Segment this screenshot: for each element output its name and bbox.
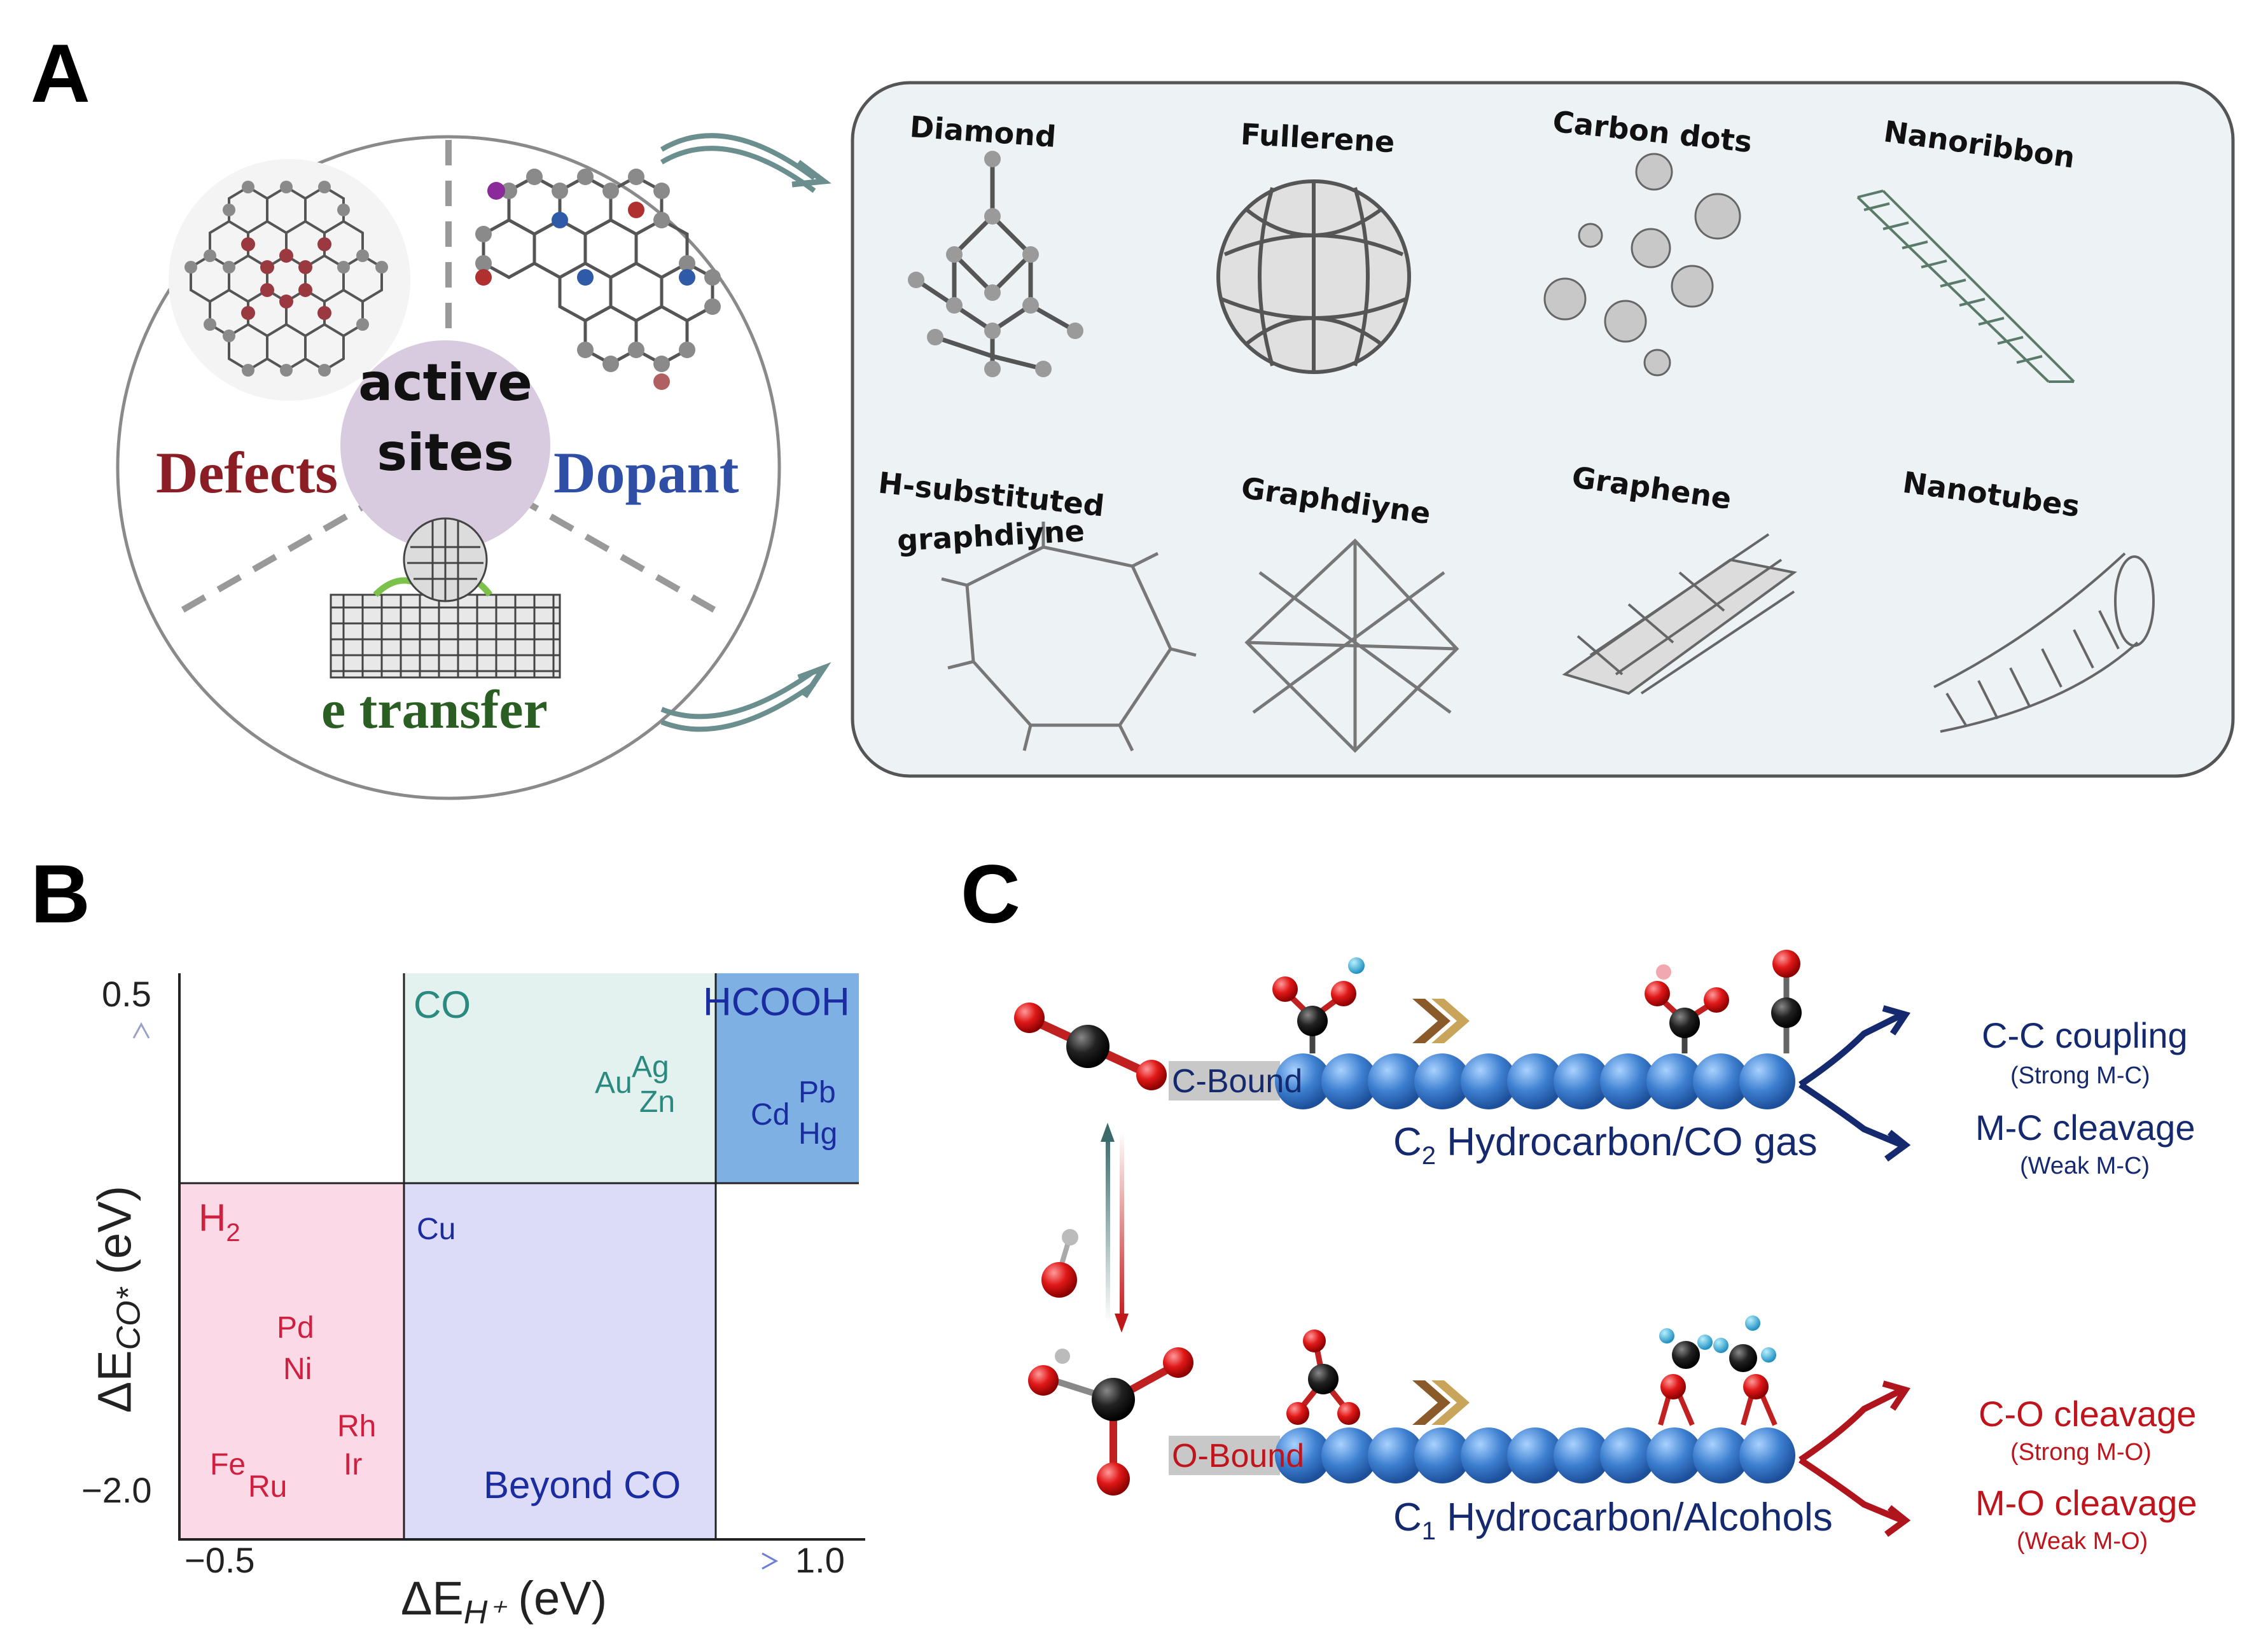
c1-main: C [1393,1496,1422,1539]
y-axis-label: ΔECO* (eV) [88,1172,148,1427]
mc-cleavage-label: M-C cleavage [1975,1107,2195,1148]
co-region [404,973,716,1183]
x-axis-label: ΔEH⁺ (eV) [401,1571,608,1631]
metal-fe: Fe [210,1448,246,1482]
arrows-to-structures [660,133,831,732]
e-transfer-label: e transfer [321,679,548,740]
metal-cd: Cd [751,1098,790,1132]
weak-mo-label: (Weak M-O) [2017,1528,2148,1555]
metal-au: Au [595,1066,632,1100]
dopant-label: Dopant [553,440,739,505]
bottom-adsorbates [1286,1315,1777,1426]
y-label-sub: CO* [110,1288,148,1350]
y-label-main: ΔE [88,1350,141,1413]
panel-a-label: A [31,27,90,120]
co-cleavage-label: C-O cleavage [1979,1394,2197,1434]
fullerene-drawing [1216,179,1411,374]
panel-c-label: C [961,847,1020,940]
nanoribbon-drawing [1856,190,2075,383]
hydroxyl-molecule [1041,1229,1078,1298]
x-label-main: ΔE [401,1572,464,1625]
hsub-graphdiyne-drawing [941,522,1197,752]
c1-product-label: C1 Hydrocarbon/Alcohols [1393,1495,1833,1545]
metal-zn: Zn [639,1085,676,1119]
bottom-sphere-chain [1275,1427,1795,1483]
h2-main: H [198,1197,226,1239]
hcooh-region [716,973,859,1183]
metal-ni: Ni [283,1352,312,1386]
co-region-label: CO [414,983,471,1026]
metal-ir: Ir [344,1448,363,1482]
top-sphere-chain [1275,1053,1795,1109]
dopant-molecule [475,169,721,390]
panel-b-label: B [31,847,90,940]
c2-product-label: C2 Hydrocarbon/CO gas [1393,1120,1818,1170]
arrow-up [1106,1132,1110,1323]
strong-mc-label: (Strong M-C) [2010,1062,2150,1089]
fullerene-on-tube [330,517,561,679]
beyond-co-region [404,1183,716,1539]
center-text-sites: sites [377,423,514,482]
hcooh-region-label: HCOOH [703,980,850,1024]
arrow-down [1120,1132,1124,1323]
x-tick-left: −0.5 [184,1540,255,1580]
structures-box [851,81,2235,778]
c-bound-label: C-Bound [1172,1063,1303,1100]
top-adsorbates [1272,950,1802,1053]
x-tick-right: 1.0 [795,1540,845,1580]
metal-cu: Cu [417,1212,456,1246]
strong-mo-label: (Strong M-O) [2010,1439,2152,1466]
c2-main: C [1393,1120,1422,1164]
graphene-drawing [1562,533,1797,695]
c2-sub: 2 [1421,1142,1437,1170]
top-chevrons [1412,999,1470,1043]
panel-c-graphic [1014,950,1911,1537]
h2-sub: 2 [226,1219,240,1247]
x-label-sub: H⁺ [463,1594,505,1631]
defects-lattice [169,159,410,401]
diamond-drawing [908,151,1083,377]
carbon-dots-drawing [1543,153,1741,377]
metal-ag: Ag [632,1050,669,1084]
x-label-unit: (eV) [518,1572,608,1625]
center-circle [340,340,550,550]
metal-hg: Hg [798,1117,838,1151]
cc-coupling-label: C-C coupling [1982,1015,2188,1055]
mo-cleavage-label: M-O cleavage [1975,1483,2197,1523]
co2-molecule [1014,1003,1167,1090]
y-label-unit: (eV) [88,1185,141,1275]
bottom-chevrons [1412,1380,1470,1425]
carbonate-molecule [1028,1347,1193,1496]
c2-rest: Hydrocarbon/CO gas [1436,1120,1818,1164]
beyond-co-label: Beyond CO [483,1464,681,1506]
y-tick-top: 0.5 [102,974,151,1014]
metal-ru: Ru [248,1470,288,1504]
h2-region [179,1183,404,1539]
nanotubes-drawing [1933,552,2155,733]
metal-pb: Pb [798,1076,836,1109]
center-text-active: active [358,353,532,412]
defects-label: Defects [156,440,338,505]
bottom-branch-arrows [1798,1380,1911,1537]
graphdiyne-drawing [1244,538,1459,753]
o-bound-label: O-Bound [1172,1438,1305,1475]
weak-mc-label: (Weak M-C) [2020,1153,2150,1179]
c1-sub: 1 [1421,1517,1437,1545]
top-branch-arrows [1798,1005,1911,1162]
y-tick-bottom: −2.0 [81,1470,152,1510]
o-bound-box [1169,1436,1280,1475]
c-bound-box [1169,1061,1280,1100]
panel-a-graphic [116,81,2235,800]
metal-rh: Rh [337,1410,377,1443]
metal-pd: Pd [277,1311,314,1345]
c1-rest: Hydrocarbon/Alcohols [1436,1496,1833,1539]
h2-region-label: H2 [198,1196,240,1247]
panel-b-plot [132,973,865,1570]
